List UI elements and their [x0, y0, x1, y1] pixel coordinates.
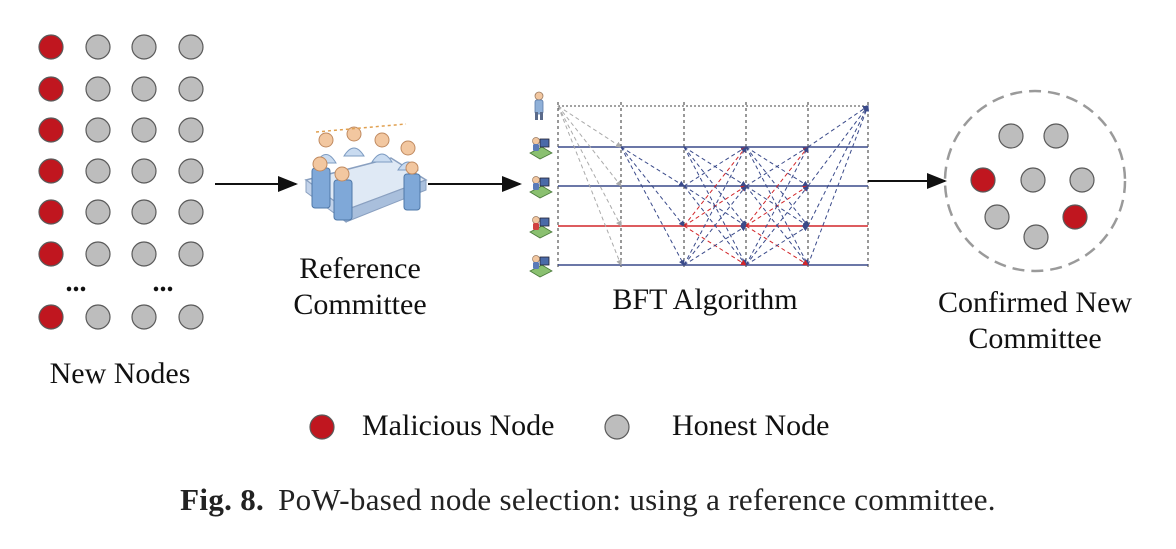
bft-algorithm-label: BFT Algorithm: [612, 283, 798, 316]
ellipsis-text: ...: [66, 267, 87, 298]
bft-reply-message: [807, 105, 869, 187]
honest-node: [85, 158, 111, 184]
legend-malicious-dot: [309, 414, 335, 440]
honest-node: [131, 304, 157, 330]
honest-node: [1043, 123, 1069, 149]
figure-caption-text: PoW-based node selection: using a refere…: [278, 482, 996, 517]
honest-node: [85, 117, 111, 143]
bft-reply-message: [807, 105, 869, 227]
honest-node: [984, 204, 1010, 230]
legend-honest-dot: [604, 414, 630, 440]
honest-node: [178, 158, 204, 184]
bft-commit-message: [745, 146, 809, 187]
malicious-node: [1062, 204, 1088, 230]
bft-request-message: [557, 105, 622, 266]
honest-node: [131, 199, 157, 225]
bft-request-message: [557, 105, 622, 227]
bft-commit-message: [745, 146, 809, 227]
legend-malicious-label: Malicious Node: [362, 409, 555, 442]
confirmed-committee-line2: Committee: [968, 322, 1102, 355]
bft-prepare-message: [683, 146, 747, 227]
reference-committee-line1: Reference: [299, 252, 421, 285]
malicious-node: [38, 199, 64, 225]
honest-node: [131, 34, 157, 60]
bft-request-message: [557, 105, 622, 148]
honest-node: [85, 34, 111, 60]
honest-node: [998, 123, 1024, 149]
bft-commit-message: [745, 185, 809, 266]
workstation-icon: [529, 176, 553, 199]
honest-node: [85, 241, 111, 267]
bft-reply-message: [807, 105, 870, 266]
honest-node: [178, 76, 204, 102]
bft-diagram: [529, 91, 870, 278]
honest-node: [178, 34, 204, 60]
bft-reply-message: [807, 105, 869, 148]
bft-preprepare-message: [620, 146, 685, 227]
honest-node: [178, 241, 204, 267]
bft-prepare-message: [683, 185, 747, 266]
bft-prepare-message: [683, 146, 747, 187]
figure-caption: Fig. 8. PoW-based node selection: using a…: [0, 482, 1176, 518]
honest-node: [178, 117, 204, 143]
honest-node: [178, 199, 204, 225]
legend-honest-label: Honest Node: [672, 409, 830, 442]
honest-node: [178, 304, 204, 330]
honest-node: [1020, 167, 1046, 193]
confirmed-committee-boundary: [943, 89, 1127, 273]
honest-node: [1023, 224, 1049, 250]
malicious-node: [38, 76, 64, 102]
honest-node: [131, 117, 157, 143]
honest-node: [131, 76, 157, 102]
new-nodes-ellipsis: ......: [66, 267, 174, 298]
bft-preprepare-message: [620, 146, 685, 187]
bft-commit-message: [745, 225, 809, 266]
bft-prepare-message: [683, 146, 747, 266]
confirmed-committee-label: Confirmed New Committee: [930, 285, 1140, 357]
honest-node: [131, 158, 157, 184]
person-icon: [534, 91, 544, 120]
meeting-people-icon: [304, 123, 428, 223]
honest-node: [131, 241, 157, 267]
workstation-icon: [529, 255, 553, 278]
malicious-node: [970, 167, 996, 193]
ellipsis-text: ...: [153, 267, 174, 298]
honest-node: [85, 76, 111, 102]
honest-node: [85, 199, 111, 225]
honest-node: [1069, 167, 1095, 193]
workstation-icon: [529, 137, 553, 160]
malicious-node: [38, 34, 64, 60]
figure-caption-prefix: Fig. 8.: [180, 482, 265, 517]
new-nodes-grid: [38, 34, 204, 330]
reference-committee-line2: Committee: [293, 288, 427, 321]
confirmed-committee-line1: Confirmed New: [937, 286, 1133, 319]
malicious-node: [38, 304, 64, 330]
bft-request-message: [557, 105, 622, 187]
new-nodes-label: New Nodes: [49, 357, 191, 390]
malicious-node: [38, 158, 64, 184]
reference-committee-label: Reference Committee: [270, 251, 450, 323]
workstation-icon: [529, 216, 553, 239]
malicious-node: [38, 241, 64, 267]
bft-commit-message: [745, 146, 809, 266]
bft-prepare-message: [683, 225, 747, 266]
malicious-node: [38, 117, 64, 143]
confirmed-committee-nodes: [970, 123, 1095, 250]
honest-node: [85, 304, 111, 330]
bft-preprepare-message: [620, 146, 685, 266]
